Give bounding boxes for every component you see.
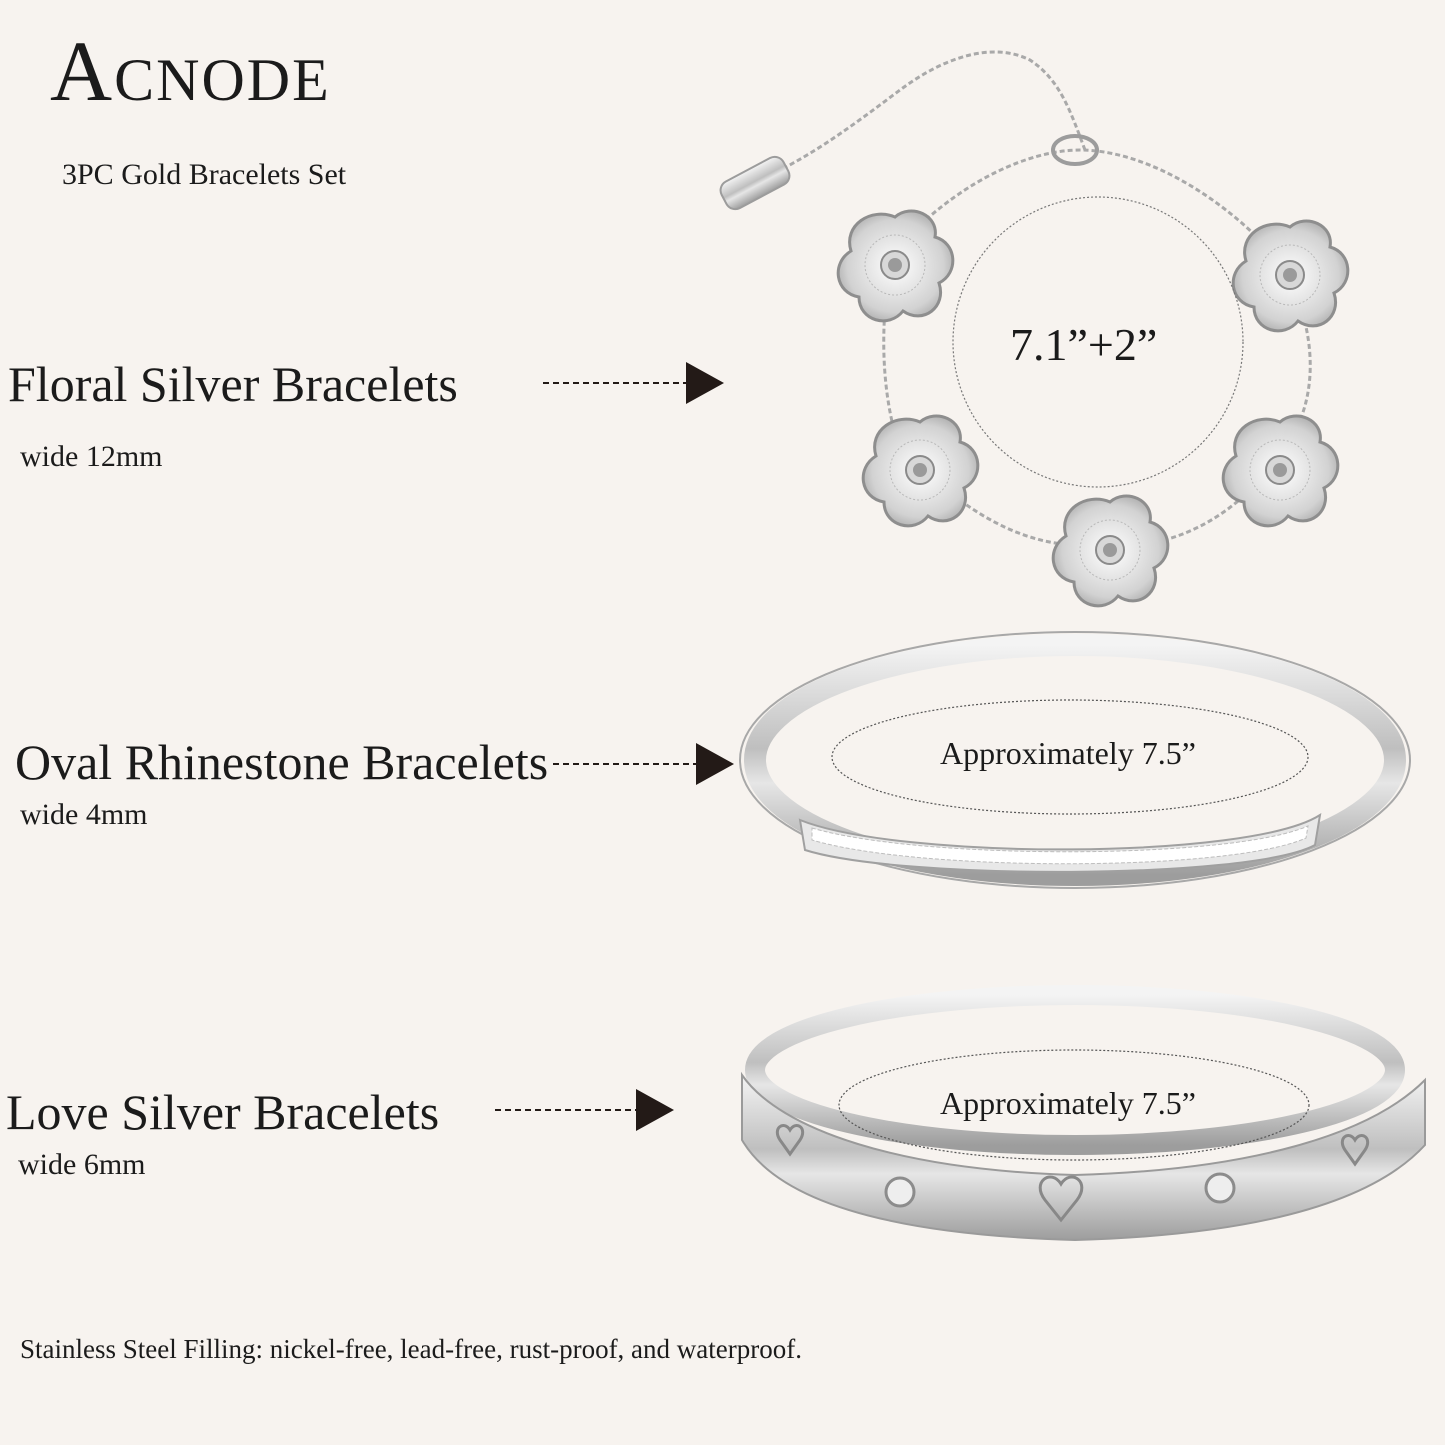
page-subtitle: 3PC Gold Bracelets Set [62, 158, 347, 191]
rhinestone-bangle-image [739, 631, 1411, 889]
material-note: Stainless Steel Filling: nickel-free, le… [20, 1334, 802, 1364]
product-width-love: wide 6mm [18, 1148, 146, 1181]
product-name-rhinestone: Oval Rhinestone Bracelets [15, 734, 549, 790]
product-name-love: Love Silver Bracelets [6, 1084, 440, 1140]
size-label-floral: 7.1”+2” [1010, 319, 1158, 370]
size-label-rhinestone: Approximately 7.5” [940, 735, 1196, 771]
floral-bracelet-image [719, 50, 1350, 608]
size-label-love: Approximately 7.5” [940, 1085, 1196, 1121]
product-name-floral: Floral Silver Bracelets [8, 356, 458, 412]
arrow-floral-icon [543, 362, 724, 404]
brand-logo: Acnode [50, 23, 331, 119]
product-width-rhinestone: wide 4mm [20, 798, 148, 831]
arrow-love-icon [495, 1089, 674, 1131]
love-bangle-image [741, 985, 1426, 1242]
arrow-rhinestone-icon [553, 743, 734, 785]
product-width-floral: wide 12mm [20, 440, 163, 473]
